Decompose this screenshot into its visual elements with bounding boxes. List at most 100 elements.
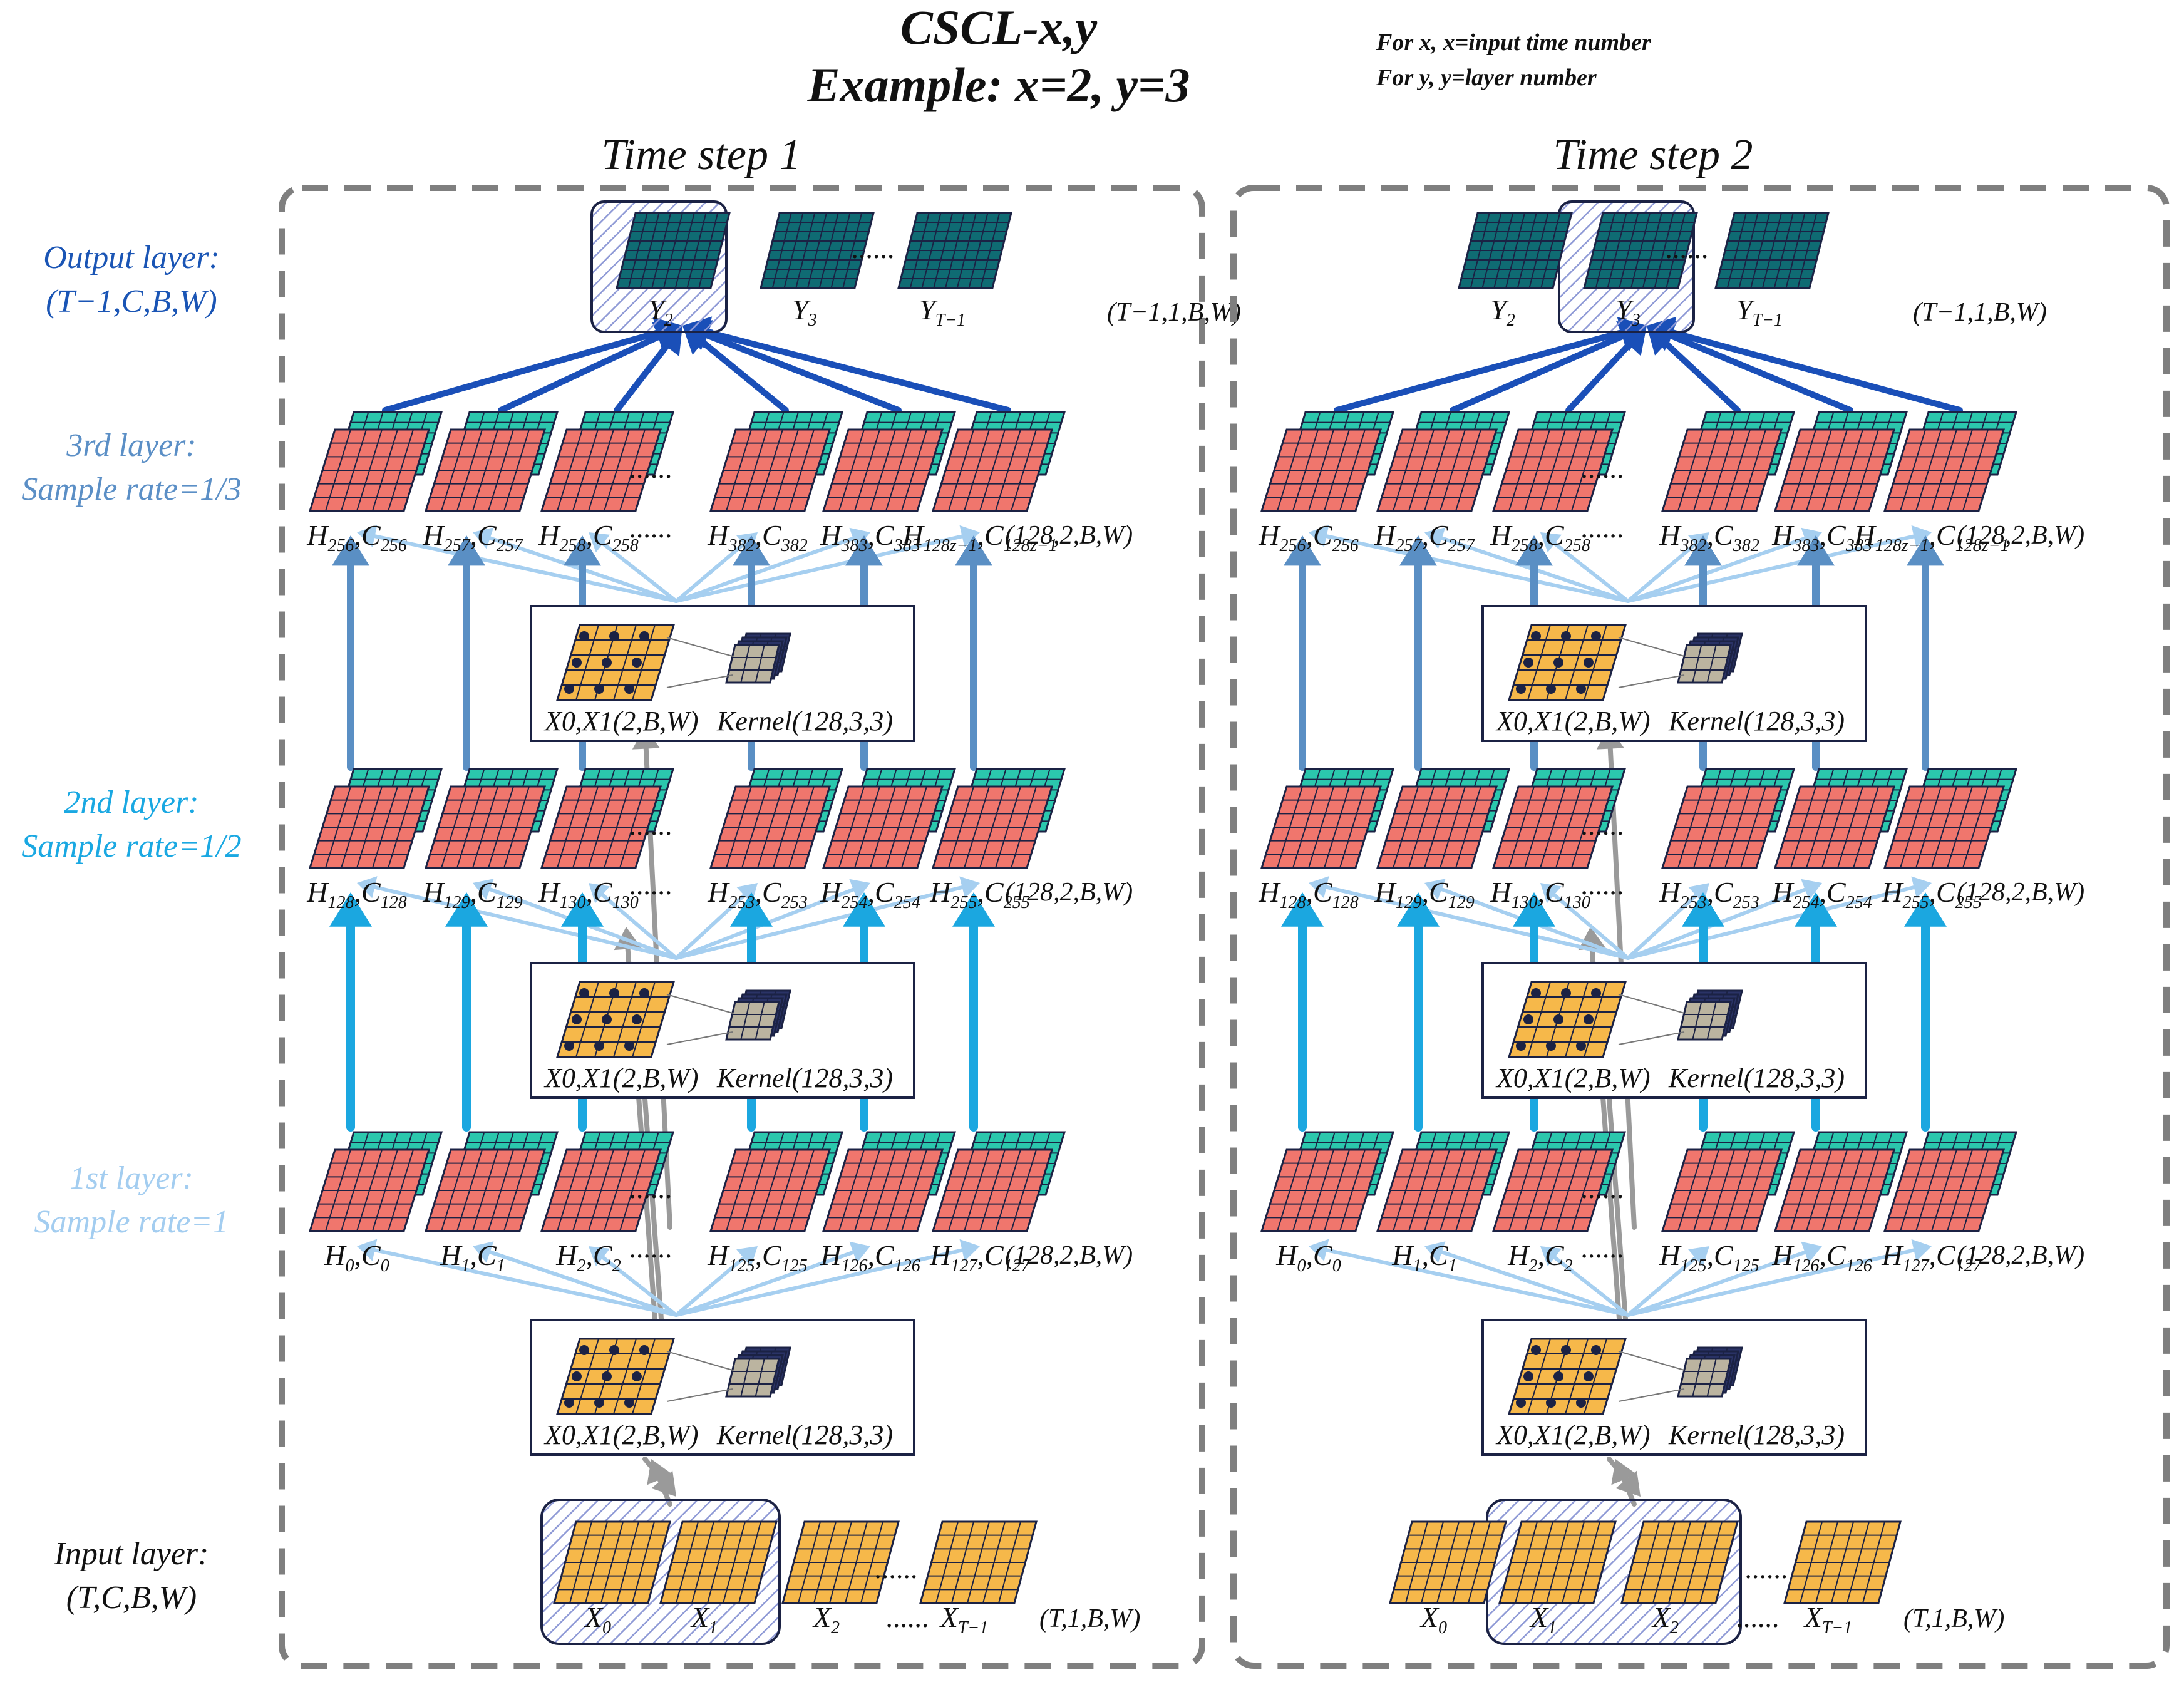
kernel-sample-point	[1576, 1041, 1586, 1051]
layer1-h-grid	[1260, 1148, 1383, 1232]
label-subscript: T−1	[935, 311, 966, 330]
arrow-head	[1795, 892, 1837, 927]
kernel-size-label: Kernel(128,3,3)	[716, 1063, 893, 1093]
arrow-shaft	[1324, 885, 1630, 960]
grid-line	[740, 644, 751, 683]
arrow-shaft	[1334, 329, 1625, 413]
kernel-link-line	[666, 637, 733, 657]
arrow-head	[952, 892, 995, 927]
label-symbol: H	[1374, 876, 1397, 908]
kernel-link-line	[1618, 637, 1685, 657]
kernel-box-2: X0,X1(2,B,W)Kernel(128,3,3)	[530, 1319, 915, 1456]
label-symbol: H	[306, 519, 329, 551]
layer2-label-2: H130,C130	[538, 876, 638, 912]
layer3-h-grid	[308, 428, 431, 512]
input-grid-2	[781, 1520, 900, 1604]
fan-arrow-0-2	[589, 1246, 678, 1317]
output-label-0: Y2	[1490, 294, 1515, 330]
kernel-input-label: X0,X1(2,B,W)	[1495, 1420, 1651, 1450]
layer3-h-grid	[1661, 428, 1783, 512]
layer2-label-3: H253,C253	[707, 876, 807, 912]
kernel-box-0: X0,X1(2,B,W)Kernel(128,3,3)	[1481, 605, 1867, 742]
label-symbol: X	[1651, 1601, 1671, 1633]
kernel-link-line	[666, 1351, 733, 1371]
output-shape: (T−1,1,B,W)	[1913, 298, 2047, 327]
layer1-label-1: H1,C1	[1391, 1239, 1456, 1276]
grid-line	[1654, 212, 1674, 289]
arrow-shaft	[1626, 1250, 1807, 1317]
kernel-sample-point	[632, 1014, 642, 1024]
grid-line	[818, 212, 839, 289]
arrow-shaft	[498, 333, 662, 413]
kernel-link-line	[666, 994, 733, 1014]
layer3-h-grid	[1260, 428, 1383, 512]
layer3-cell-pair-1	[1376, 411, 1511, 512]
output-grid-2	[1714, 212, 1830, 289]
label-symbol: ,C	[1422, 519, 1450, 551]
layer2-h-grid	[308, 785, 431, 869]
layer1-cell-pair-0	[1260, 1131, 1395, 1232]
label-subscript: 126	[1793, 1256, 1820, 1276]
label-symbol: ,C	[1306, 519, 1334, 551]
arrow-shaft	[674, 1256, 746, 1317]
label-symbol: H	[1881, 876, 1904, 908]
input-grid-2	[1620, 1520, 1739, 1604]
label-subscript: 125	[781, 1256, 808, 1276]
layer1-label-4: H126,C126	[1771, 1239, 1872, 1276]
arrow-head	[730, 892, 773, 927]
kernel-sample-point	[1553, 658, 1563, 668]
arrow-head	[1540, 883, 1562, 904]
layer1-label-4: H126,C126	[820, 1239, 920, 1276]
output-grid-1	[1583, 212, 1698, 289]
input-label-ellipsis: ......	[887, 1601, 930, 1633]
label-subscript: 125	[729, 1256, 755, 1276]
layer3-to-output-arrow-1	[498, 322, 682, 413]
fan-arrow-0-4	[674, 1241, 870, 1317]
kernel-sample-point	[624, 684, 634, 694]
kernel-link-line	[666, 1388, 733, 1402]
arrow-head	[959, 525, 980, 548]
layer3-label-1: H257,C257	[422, 519, 523, 555]
layer1-cell-pair-5	[1883, 1131, 2018, 1232]
input-return-arrow	[1607, 1457, 1641, 1497]
label-subscript: T−1	[958, 1618, 988, 1638]
layer2-ellipsis: ......	[630, 809, 673, 841]
arrow-shaft	[382, 329, 661, 413]
kernel-input-label: X0,X1(2,B,W)	[543, 1063, 699, 1093]
input-grid-0	[553, 1520, 671, 1604]
grid-line	[1692, 1001, 1702, 1040]
label-symbol: H	[1881, 1239, 1904, 1271]
output-grid-2	[897, 212, 1012, 289]
grid-line	[740, 1001, 751, 1040]
layer1-ellipsis: ......	[630, 1172, 673, 1204]
label-subscript: 129	[1396, 893, 1422, 912]
kernel-sample-point	[632, 658, 642, 668]
layer2-label-ellipsis: ......	[1582, 869, 1625, 900]
label-symbol: ,C	[868, 519, 895, 551]
layer3-h-grid	[1773, 428, 1896, 512]
kernel-sample-point	[1523, 658, 1533, 668]
label-symbol: H	[1659, 1239, 1682, 1271]
arrow-head	[1801, 527, 1822, 549]
arrow-shaft	[1667, 333, 1853, 413]
label-subscript: 258	[1512, 536, 1538, 555]
layer3-h-grid	[1376, 428, 1498, 512]
label-symbol: H	[1258, 519, 1281, 551]
grid-line	[632, 981, 656, 1058]
grid-line	[1706, 1001, 1717, 1040]
label-subscript: 382	[1733, 536, 1759, 555]
arrow-head	[1797, 535, 1835, 566]
grid-face	[1507, 624, 1627, 701]
layer2-h-grid	[1376, 785, 1498, 869]
layer1-h-grid	[709, 1148, 832, 1232]
kernel-sample-point	[1584, 658, 1594, 668]
layer2-label-2: H130,C130	[1490, 876, 1590, 912]
layer3-to-output-arrow-5	[1647, 316, 1963, 413]
arrow-head	[849, 527, 870, 549]
label-symbol: H	[929, 1239, 952, 1271]
arrow-shaft	[674, 893, 746, 960]
input-grid-3	[919, 1520, 1038, 1604]
layer3-cell-pair-4	[1773, 411, 1908, 512]
layer2-cell-pair-3	[709, 768, 844, 869]
layer2-to-layer3-arrow-5	[1907, 535, 1944, 771]
